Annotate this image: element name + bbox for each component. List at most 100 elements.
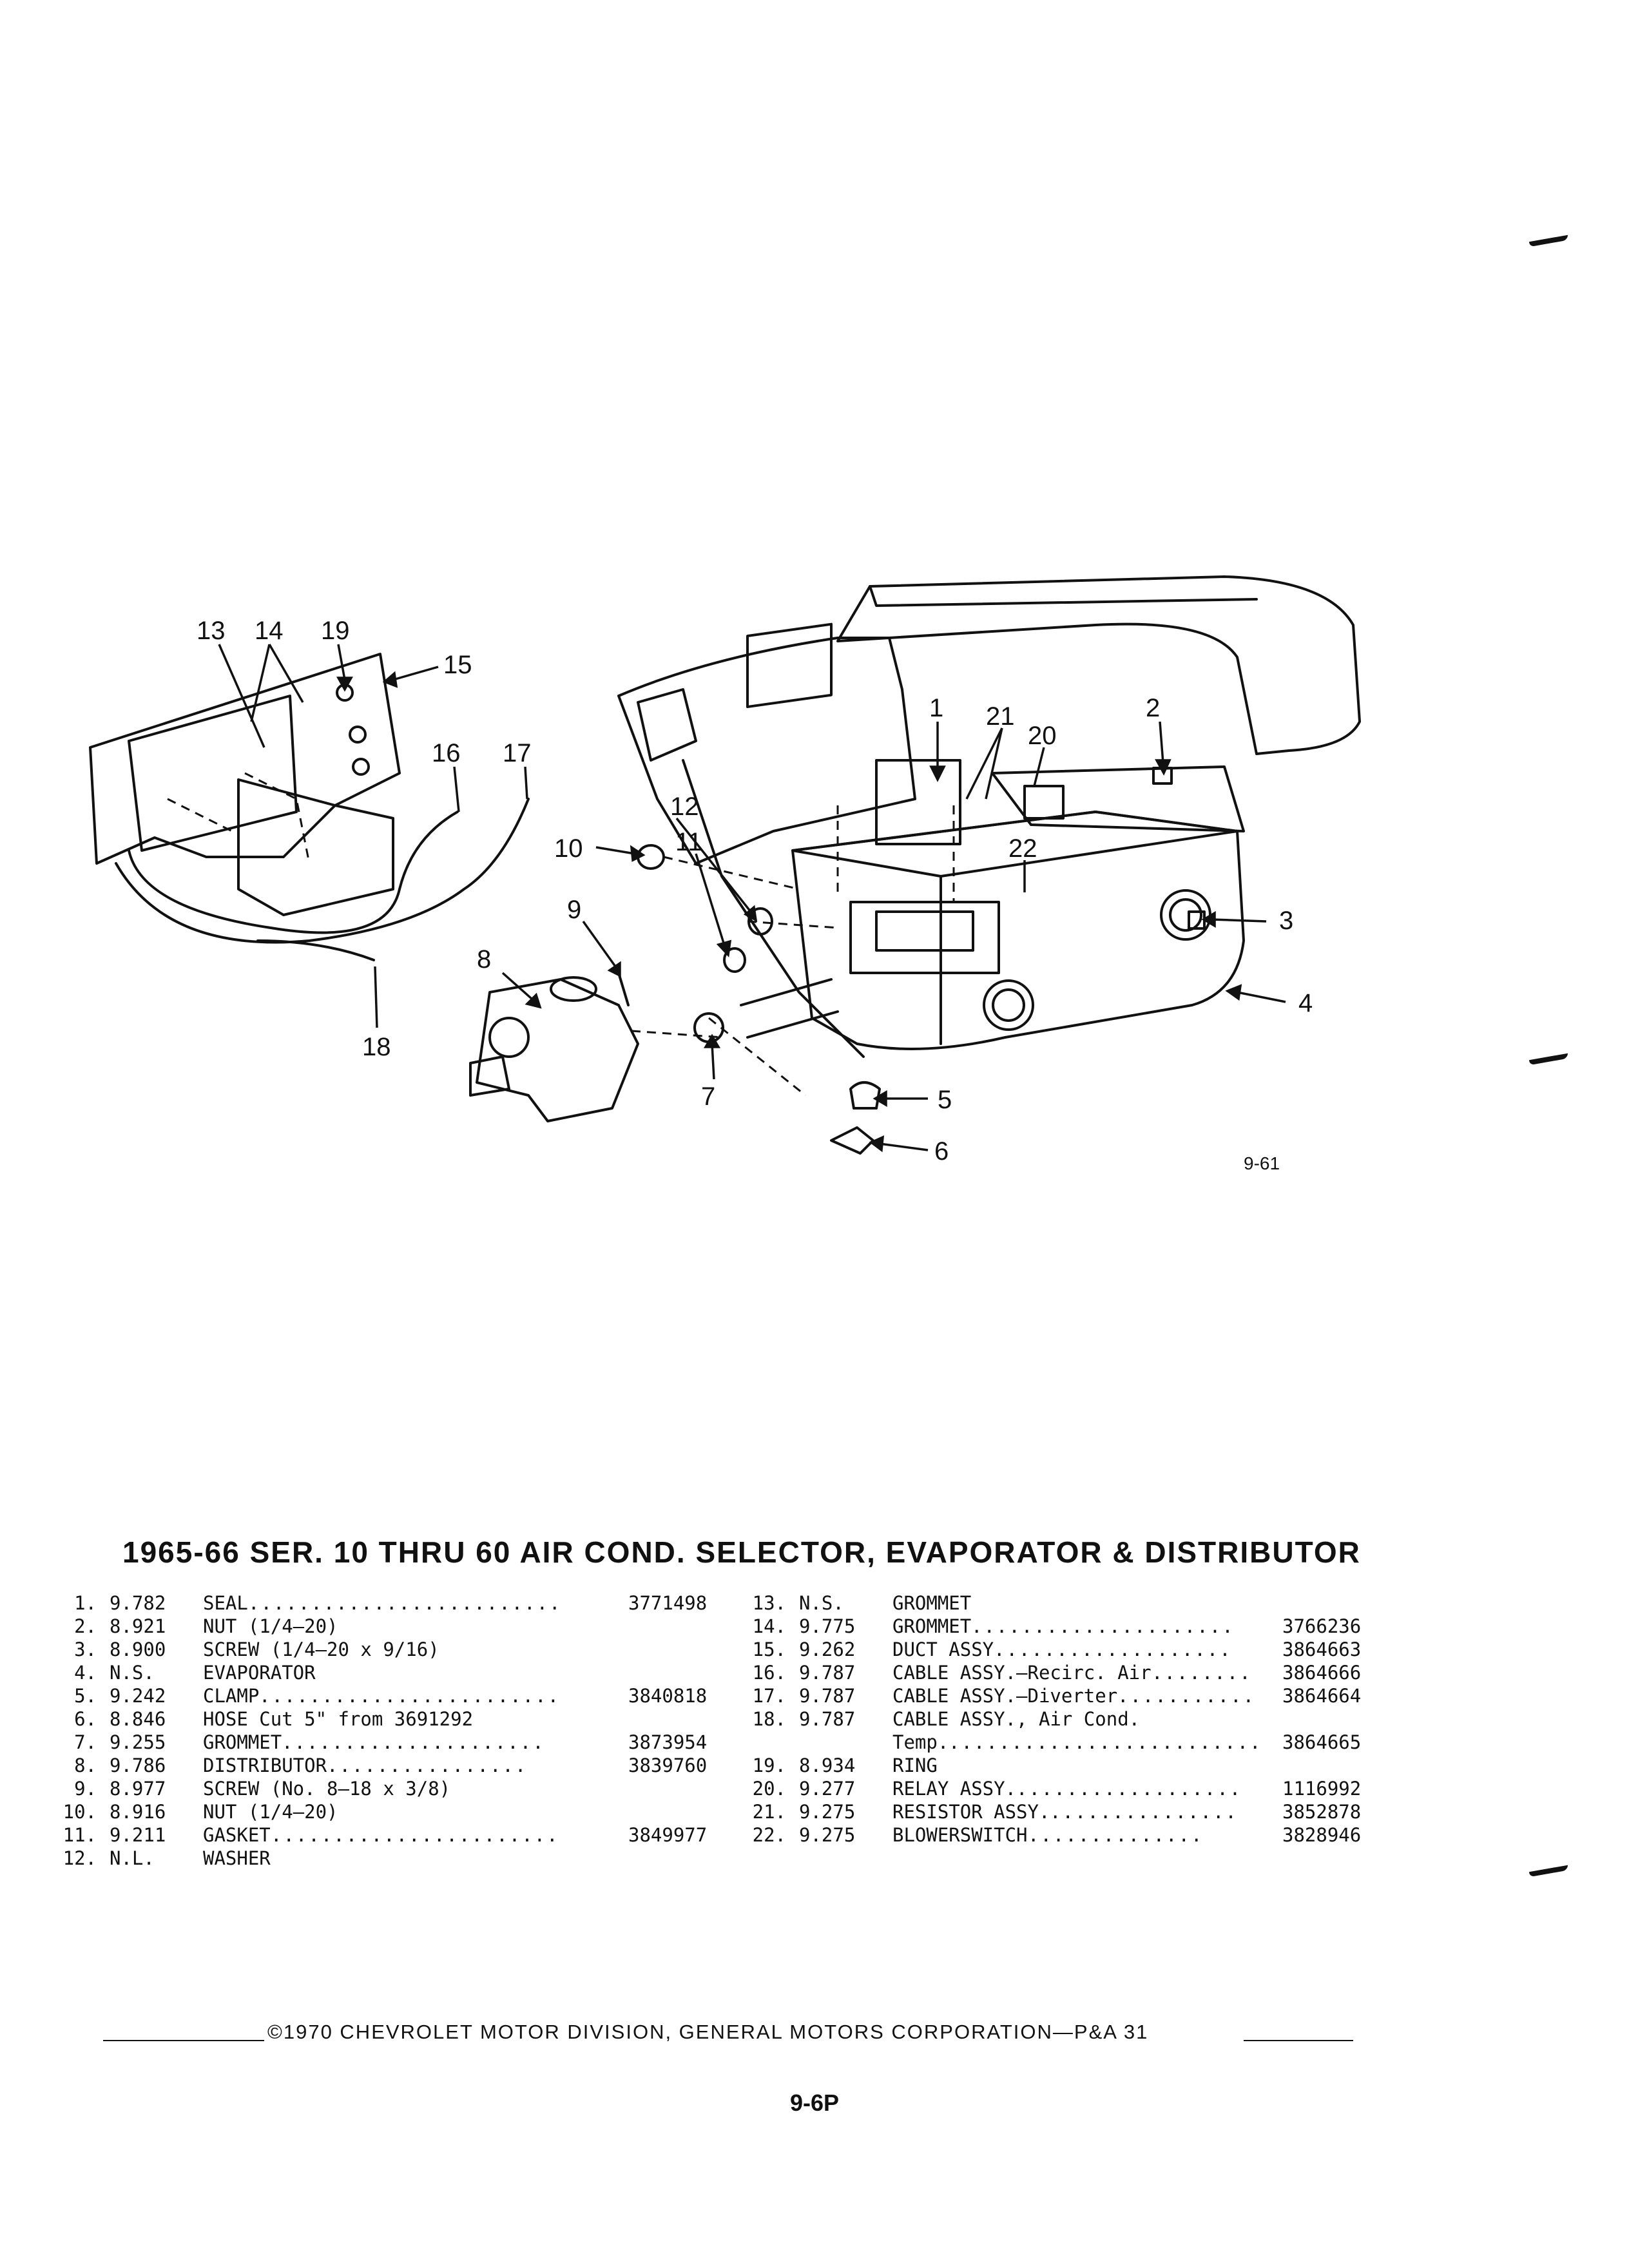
callout-21: 21 (986, 702, 1015, 731)
grommet-7 (693, 1012, 724, 1043)
blower-vent-2-inner (1169, 898, 1202, 932)
margin-mark-top (1529, 235, 1568, 247)
item-number: 5. (74, 1685, 97, 1707)
group-number: 8.846 (110, 1708, 166, 1730)
margin-mark-bottom (1529, 1865, 1568, 1878)
callout-7: 7 (701, 1082, 715, 1111)
item-number: 2. (74, 1615, 97, 1637)
part-description: SCREW (No. 8–18 x 3/8) (203, 1778, 451, 1800)
part-description: CABLE ASSY., Air Cond. (892, 1708, 1141, 1730)
group-number: 9.775 (799, 1615, 856, 1637)
part-number: 3864665 (1282, 1731, 1362, 1753)
part-number: 3849977 (628, 1824, 708, 1846)
drain-tube (740, 978, 839, 1039)
leader-dots: ....................... (271, 1824, 559, 1846)
leader-dots: ........... (1117, 1685, 1256, 1707)
item-number: 15. (752, 1639, 786, 1660)
part-description: WASHER (203, 1847, 271, 1869)
cable-18 (256, 939, 375, 961)
item-number: 3. (74, 1639, 97, 1660)
firewall (617, 637, 916, 865)
distributor-neck (550, 976, 597, 1002)
part-number: 3864666 (1282, 1662, 1362, 1684)
resistor-box (875, 759, 961, 845)
part-description: BLOWERSWITCH (892, 1824, 1028, 1846)
callout-15: 15 (443, 651, 472, 679)
item-number: 16. (752, 1662, 786, 1684)
item-number: 13. (752, 1592, 786, 1614)
exploded-view-diagram: 1 2 3 4 5 6 7 8 9 10 11 12 13 14 15 16 1… (0, 528, 1629, 1250)
part-number: 3840818 (628, 1685, 708, 1707)
callout-16: 16 (432, 739, 461, 767)
part-description: DUCT ASSY (892, 1639, 994, 1660)
cable-17 (115, 798, 530, 944)
distributor-flange (469, 1055, 510, 1097)
callout-9: 9 (567, 896, 581, 924)
callout-1: 1 (929, 694, 943, 722)
leader-dots: .............. (1028, 1824, 1204, 1846)
callout-12: 12 (670, 793, 699, 821)
item-number: 20. (752, 1778, 786, 1800)
part-number: 3766236 (1282, 1615, 1362, 1637)
part-description: RESISTOR ASSY. (892, 1801, 1050, 1823)
group-number: 8.921 (110, 1615, 166, 1637)
item-number: 11. (63, 1824, 97, 1846)
callout-5: 5 (938, 1086, 952, 1114)
item-number: 10. (63, 1801, 97, 1823)
part-description: SCREW (1/4–20 x 9/16) (203, 1639, 439, 1660)
nut-10 (637, 844, 665, 870)
callout-6: 6 (934, 1137, 949, 1166)
item-number: 4. (74, 1662, 97, 1684)
group-number: N.S. (110, 1662, 155, 1684)
blower-vent-1 (983, 979, 1034, 1031)
parts-row: Temp. .........................3864665 (735, 1731, 1385, 1754)
group-number: N.S. (799, 1592, 844, 1614)
page-number: 9-6P (789, 2090, 840, 2116)
blower-vent-1-inner (992, 988, 1025, 1022)
callout-2: 2 (1146, 694, 1160, 722)
part-description: NUT (1/4–20) (203, 1615, 338, 1637)
cable-16 (128, 811, 459, 934)
part-number: 3839760 (628, 1754, 708, 1776)
dash-edge (869, 585, 1258, 607)
callout-14: 14 (255, 617, 284, 645)
item-number: 1. (74, 1592, 97, 1614)
blower-vent-2 (1160, 889, 1211, 941)
item-number: 14. (752, 1615, 786, 1637)
group-number: 9.242 (110, 1685, 166, 1707)
part-description: CLAMP (203, 1685, 260, 1707)
duct-opening (746, 622, 833, 708)
leader-dots: ......................... (248, 1592, 562, 1614)
evaporator-case (791, 811, 1245, 1050)
part-description: HOSE Cut 5" from 3691292 (203, 1708, 474, 1730)
callout-18: 18 (362, 1033, 391, 1061)
footer-text: ©1970 CHEVROLET MOTOR DIVISION, GENERAL … (267, 2021, 1149, 2043)
part-description: GROMMET (892, 1592, 972, 1614)
leader-dots: ................ (327, 1754, 528, 1776)
top-plate (991, 765, 1245, 832)
group-number: 9.277 (799, 1778, 856, 1800)
group-number: 9.786 (110, 1754, 166, 1776)
callout-17: 17 (503, 739, 532, 767)
item-number: 8. (74, 1754, 97, 1776)
callout-19: 19 (321, 617, 350, 645)
blower-box-inner (875, 910, 974, 952)
group-number: 8.934 (799, 1754, 856, 1776)
callout-13: 13 (197, 617, 226, 645)
footer-rule-left (103, 2040, 264, 2041)
parts-row: 4.N.S.EVAPORATOR (45, 1661, 722, 1684)
part-description: Temp. (892, 1731, 949, 1753)
item-number: 17. (752, 1685, 786, 1707)
part-number: 3852878 (1282, 1801, 1362, 1823)
